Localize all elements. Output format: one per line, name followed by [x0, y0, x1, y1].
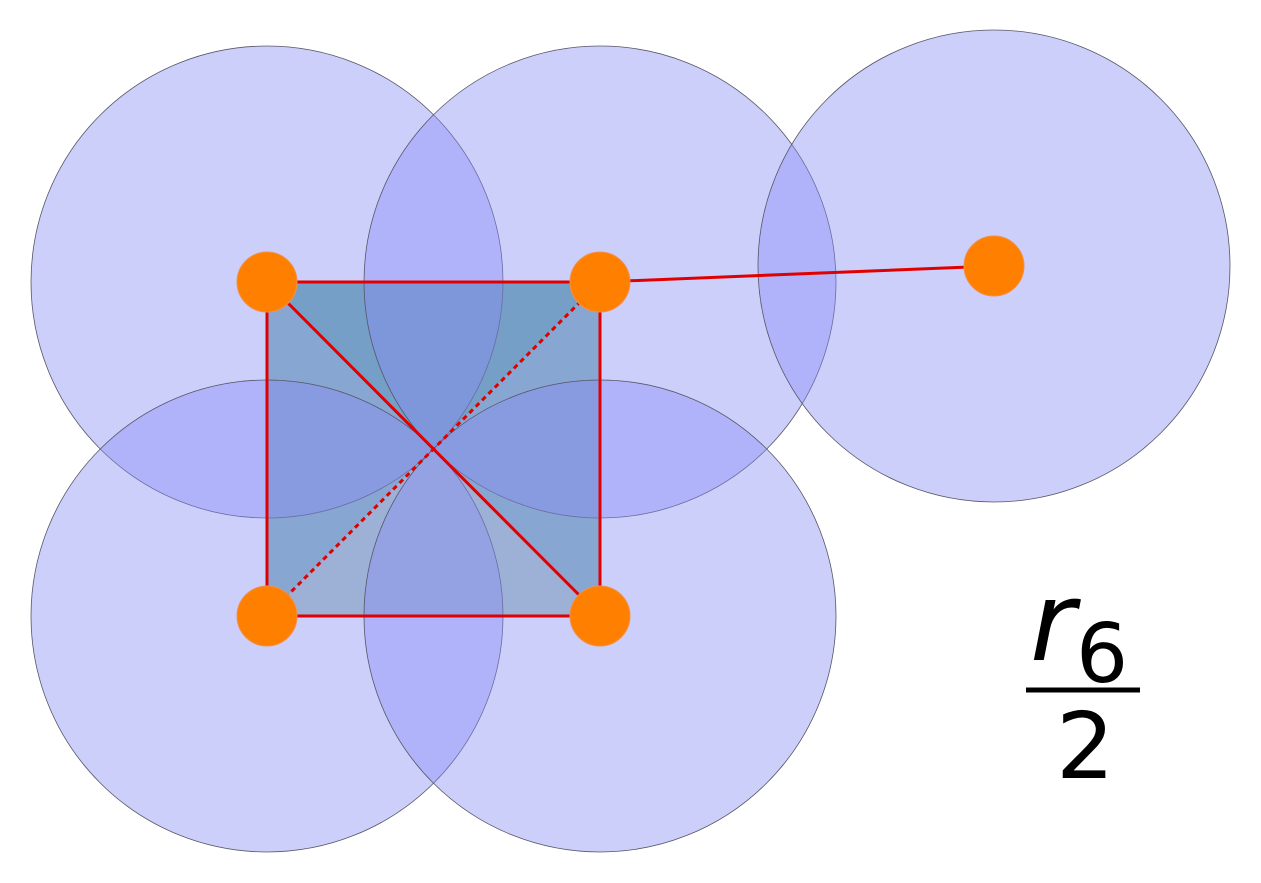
lower-triangle [267, 449, 600, 616]
balls [30, 29, 1231, 853]
radius-label: r 6 2 [1026, 558, 1140, 800]
vertex-bottom-left [236, 585, 298, 647]
upper-left-triangle [267, 282, 600, 449]
vertices [236, 235, 1025, 647]
right-triangle [433, 282, 600, 616]
vertex-top-left [236, 251, 298, 313]
radius-symbol: r [1030, 558, 1081, 686]
edges [265, 264, 996, 618]
edge-to-far-point [598, 264, 996, 284]
radius-denominator: 2 [1056, 693, 1115, 800]
edge-diagonal-dashed [265, 280, 602, 618]
vertex-top-right [569, 251, 631, 313]
radius-subscript: 6 [1076, 607, 1128, 702]
vertex-far-right [963, 235, 1025, 297]
left-triangle [267, 282, 433, 616]
simplices [267, 282, 600, 616]
vertex-bottom-right [569, 585, 631, 647]
